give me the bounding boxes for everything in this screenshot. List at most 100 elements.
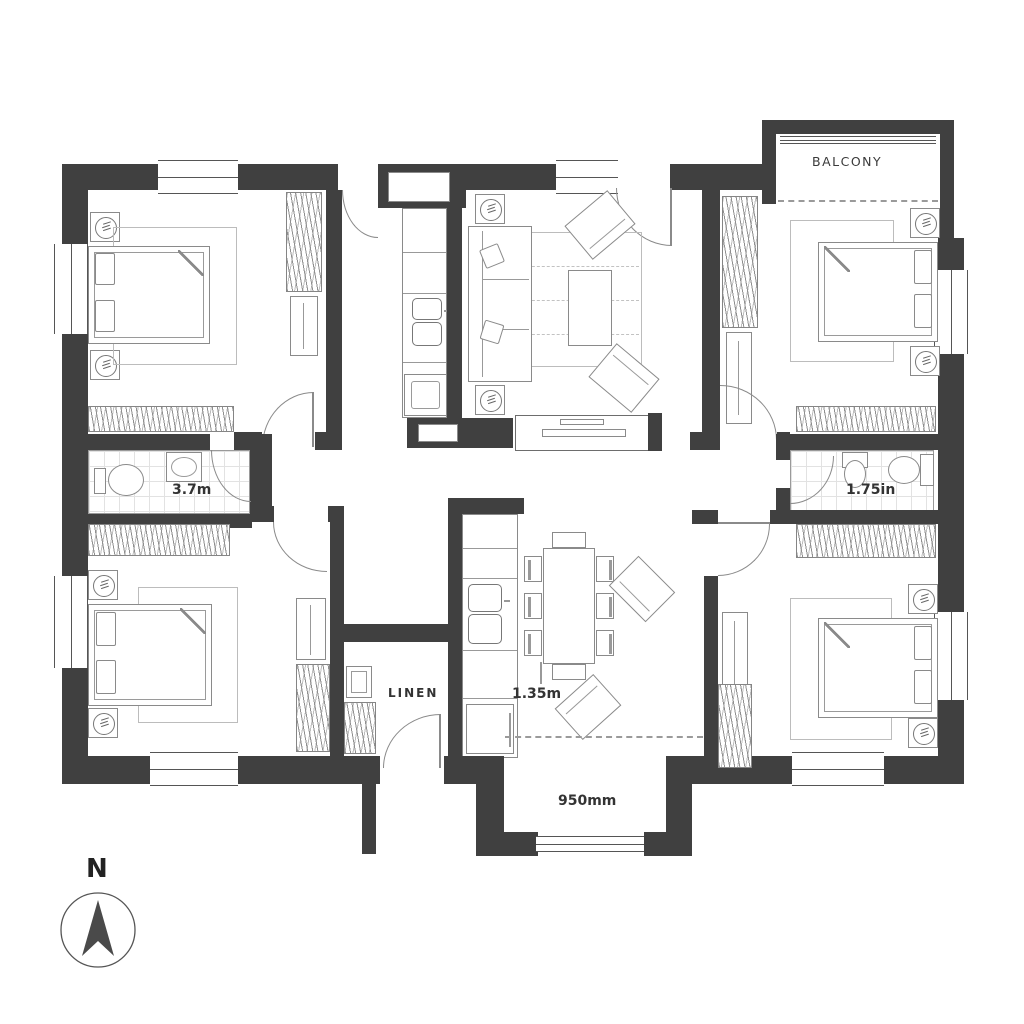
wall	[666, 756, 692, 856]
pedestal-sink	[844, 460, 866, 488]
bedroom3-door-arc	[273, 522, 327, 572]
toilet-tank	[94, 468, 106, 494]
wall	[704, 576, 718, 770]
toilet-bowl	[888, 456, 920, 484]
dining-chair	[524, 593, 542, 619]
ceiling-fixture-symbol	[475, 194, 505, 224]
pillow	[95, 253, 115, 285]
wall-stub	[362, 784, 376, 854]
wall	[770, 510, 796, 524]
ceiling-fixture-symbol	[910, 346, 940, 376]
linen-sink	[346, 666, 372, 698]
compass-north-label: N	[86, 854, 108, 884]
ceiling-fixture-symbol	[910, 208, 940, 238]
wall	[326, 190, 342, 440]
balcony-wall	[762, 120, 776, 204]
sink-bowl	[468, 614, 502, 644]
toilet-tank	[920, 454, 934, 486]
counter-divider	[463, 578, 517, 579]
toilet-bowl	[108, 464, 144, 496]
pillow	[96, 612, 116, 646]
linen-shelves	[344, 702, 376, 754]
window	[792, 752, 884, 786]
counter-divider	[403, 293, 446, 294]
dining-dimension: 1.35m	[512, 686, 562, 702]
window	[54, 244, 88, 334]
ceiling-fixture-symbol	[908, 584, 938, 614]
pillow	[914, 670, 932, 704]
refrigerator	[466, 704, 514, 754]
bedroom2-wardrobe	[722, 196, 758, 328]
living-door-leaf	[670, 188, 672, 246]
bedroom1-desk	[290, 296, 318, 356]
ceiling-fixture-symbol	[475, 385, 505, 415]
window	[150, 752, 238, 786]
entry-window	[536, 836, 646, 852]
window	[934, 612, 968, 700]
faucet	[444, 310, 449, 312]
dining-chair	[596, 556, 614, 582]
linen-door-leaf	[439, 714, 441, 768]
linen-door-arc	[383, 714, 441, 768]
pillow	[914, 626, 932, 660]
wall	[252, 506, 274, 522]
wall	[476, 832, 538, 856]
wall	[315, 432, 342, 450]
counter-divider	[463, 698, 517, 699]
dining-chair	[552, 664, 586, 680]
pillow	[96, 660, 116, 694]
ceiling-fixture-symbol	[90, 350, 120, 380]
compass	[58, 890, 138, 970]
dining-chair	[524, 630, 542, 656]
dining-chair	[596, 630, 614, 656]
corridor-door-arc	[342, 190, 378, 238]
wall	[330, 624, 448, 642]
blanket-fold	[824, 622, 850, 648]
dining-chair	[552, 532, 586, 548]
pillow	[914, 250, 932, 284]
north-arrow-icon	[60, 892, 136, 968]
oven	[404, 374, 447, 416]
bedroom4-wardrobe	[718, 684, 752, 768]
balcony-label: BALCONY	[812, 154, 883, 169]
pillow	[914, 294, 932, 328]
bedroom1-closet	[88, 406, 234, 432]
wall	[447, 208, 462, 418]
tv-console	[515, 415, 649, 451]
wall	[690, 432, 720, 450]
pillow	[95, 300, 115, 332]
sink-bowl	[468, 584, 502, 612]
window	[158, 160, 238, 194]
wall	[448, 498, 524, 514]
counter-divider	[403, 362, 446, 363]
counter-divider	[403, 252, 446, 253]
wall	[790, 510, 938, 524]
dining-chair	[524, 556, 542, 582]
entry-threshold-dashed	[505, 736, 703, 738]
bedroom2-closet	[796, 406, 936, 432]
bedroom1-wardrobe	[286, 192, 322, 292]
wall-niche	[418, 424, 458, 442]
wall	[448, 505, 462, 760]
wall	[466, 164, 556, 190]
bedroom4-closet	[796, 524, 936, 558]
bedroom3-desk	[296, 598, 326, 660]
wall	[336, 756, 380, 784]
bedroom1-door-leaf	[312, 392, 314, 447]
dining-chair	[596, 593, 614, 619]
sink-bowl	[412, 322, 442, 346]
blanket-fold	[180, 608, 206, 634]
wall	[648, 413, 662, 451]
ceiling-fixture-symbol	[88, 708, 118, 738]
bedroom4-door-arc	[718, 524, 770, 576]
wall	[250, 434, 272, 522]
linen-label: LINEN	[388, 686, 439, 700]
wall	[702, 188, 720, 440]
balcony-wall	[762, 120, 954, 134]
ceiling-fixture-symbol	[88, 570, 118, 600]
bathroom-left-dimension: 3.7m	[172, 482, 212, 498]
window	[54, 576, 88, 668]
balcony-threshold-dashed	[778, 200, 938, 202]
coffee-table	[568, 270, 612, 346]
